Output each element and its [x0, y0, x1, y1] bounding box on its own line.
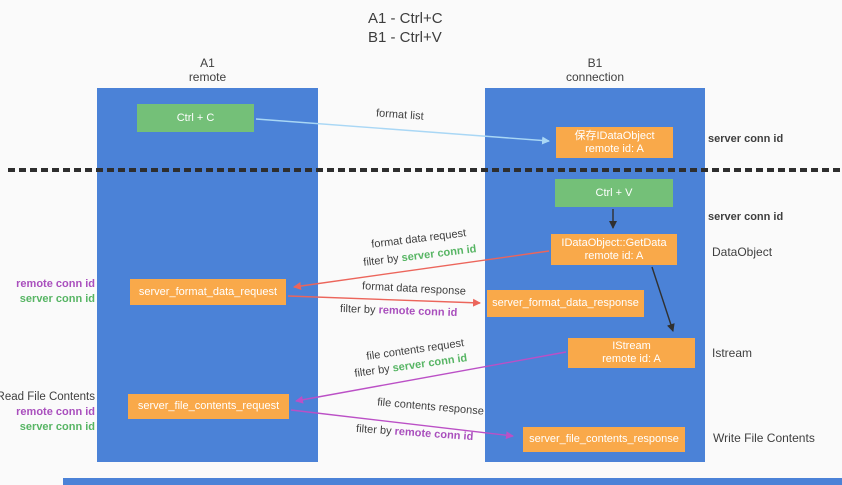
format-request-label: server_format_data_request	[138, 285, 278, 298]
filter-by-text: filter by	[355, 422, 392, 438]
diagram-title-line2: B1 - Ctrl+V	[368, 29, 442, 46]
node-ctrl-v: Ctrl + V	[555, 179, 673, 207]
file-request-label: server_file_contents_request	[137, 400, 280, 412]
node-server-file-contents-response: server_file_contents_response	[523, 427, 685, 452]
node-server-file-contents-request: server_file_contents_request	[128, 394, 289, 419]
label-istream: Istream	[712, 346, 753, 360]
label-dataobject: DataObject	[712, 245, 773, 259]
column-header-a1: A1 remote	[97, 56, 318, 84]
conn-id-labels-format-request: remote conn id server conn id	[16, 277, 95, 307]
label-server-conn-id-right-1: server conn id	[708, 133, 784, 145]
arrow-istream-to-file-request	[295, 351, 567, 404]
arrow-file-request-to-response	[290, 409, 514, 440]
arrow-format-list	[255, 118, 550, 145]
conn-id-labels-file-request: Read File Contents remote conn id server…	[0, 390, 95, 435]
file-response-label: server_file_contents_response	[529, 433, 679, 445]
node-idataobject-getdata: IDataObject::GetData remote id: A	[551, 234, 677, 265]
node-server-format-data-response: server_format_data_response	[487, 290, 644, 317]
remote-conn-id-text: remote conn id	[16, 278, 95, 290]
save-idataobject-line1: 保存IDataObject	[574, 129, 655, 142]
column-b1-name: B1	[587, 56, 603, 70]
node-ctrl-c: Ctrl + C	[137, 104, 254, 132]
server-conn-id-text: server conn id	[19, 421, 95, 433]
remote-conn-id-text: remote conn id	[16, 406, 95, 418]
arrow-format-request-to-response	[287, 295, 481, 307]
diagram-title-line1: A1 - Ctrl+C	[368, 10, 443, 27]
ctrl-c-label: Ctrl + C	[176, 111, 215, 124]
istream-line1: IStream	[612, 340, 651, 352]
ctrl-v-label: Ctrl + V	[595, 186, 633, 199]
column-b1-role: connection	[565, 70, 625, 84]
format-response-label: server_format_data_response	[492, 297, 639, 309]
node-istream: IStream remote id: A	[568, 338, 695, 368]
session-divider-dashed	[8, 168, 840, 172]
column-header-b1: B1 connection	[485, 56, 705, 84]
arrow-getdata-to-istream	[651, 266, 675, 332]
node-save-idataobject: 保存IDataObject remote id: A	[556, 127, 673, 158]
arrow-getdata-to-format-request	[293, 250, 550, 290]
column-a1-role: remote	[188, 70, 227, 84]
istream-line2: remote id: A	[602, 353, 661, 365]
server-conn-id-text: server conn id	[19, 293, 95, 305]
diagram-title: A1 - Ctrl+C B1 - Ctrl+V	[368, 9, 443, 47]
label-write-file-contents: Write File Contents	[713, 431, 815, 445]
bottom-edge-bar	[63, 478, 842, 485]
column-a1-name: A1	[200, 56, 215, 70]
filter-by-text: filter by	[339, 302, 376, 317]
getdata-line1: IDataObject::GetData	[561, 236, 667, 249]
getdata-line2: remote id: A	[584, 249, 644, 262]
label-server-conn-id-right-2: server conn id	[708, 211, 784, 223]
save-idataobject-line2: remote id: A	[585, 142, 644, 155]
node-server-format-data-request: server_format_data_request	[130, 279, 286, 305]
read-file-contents-label: Read File Contents	[0, 391, 95, 403]
